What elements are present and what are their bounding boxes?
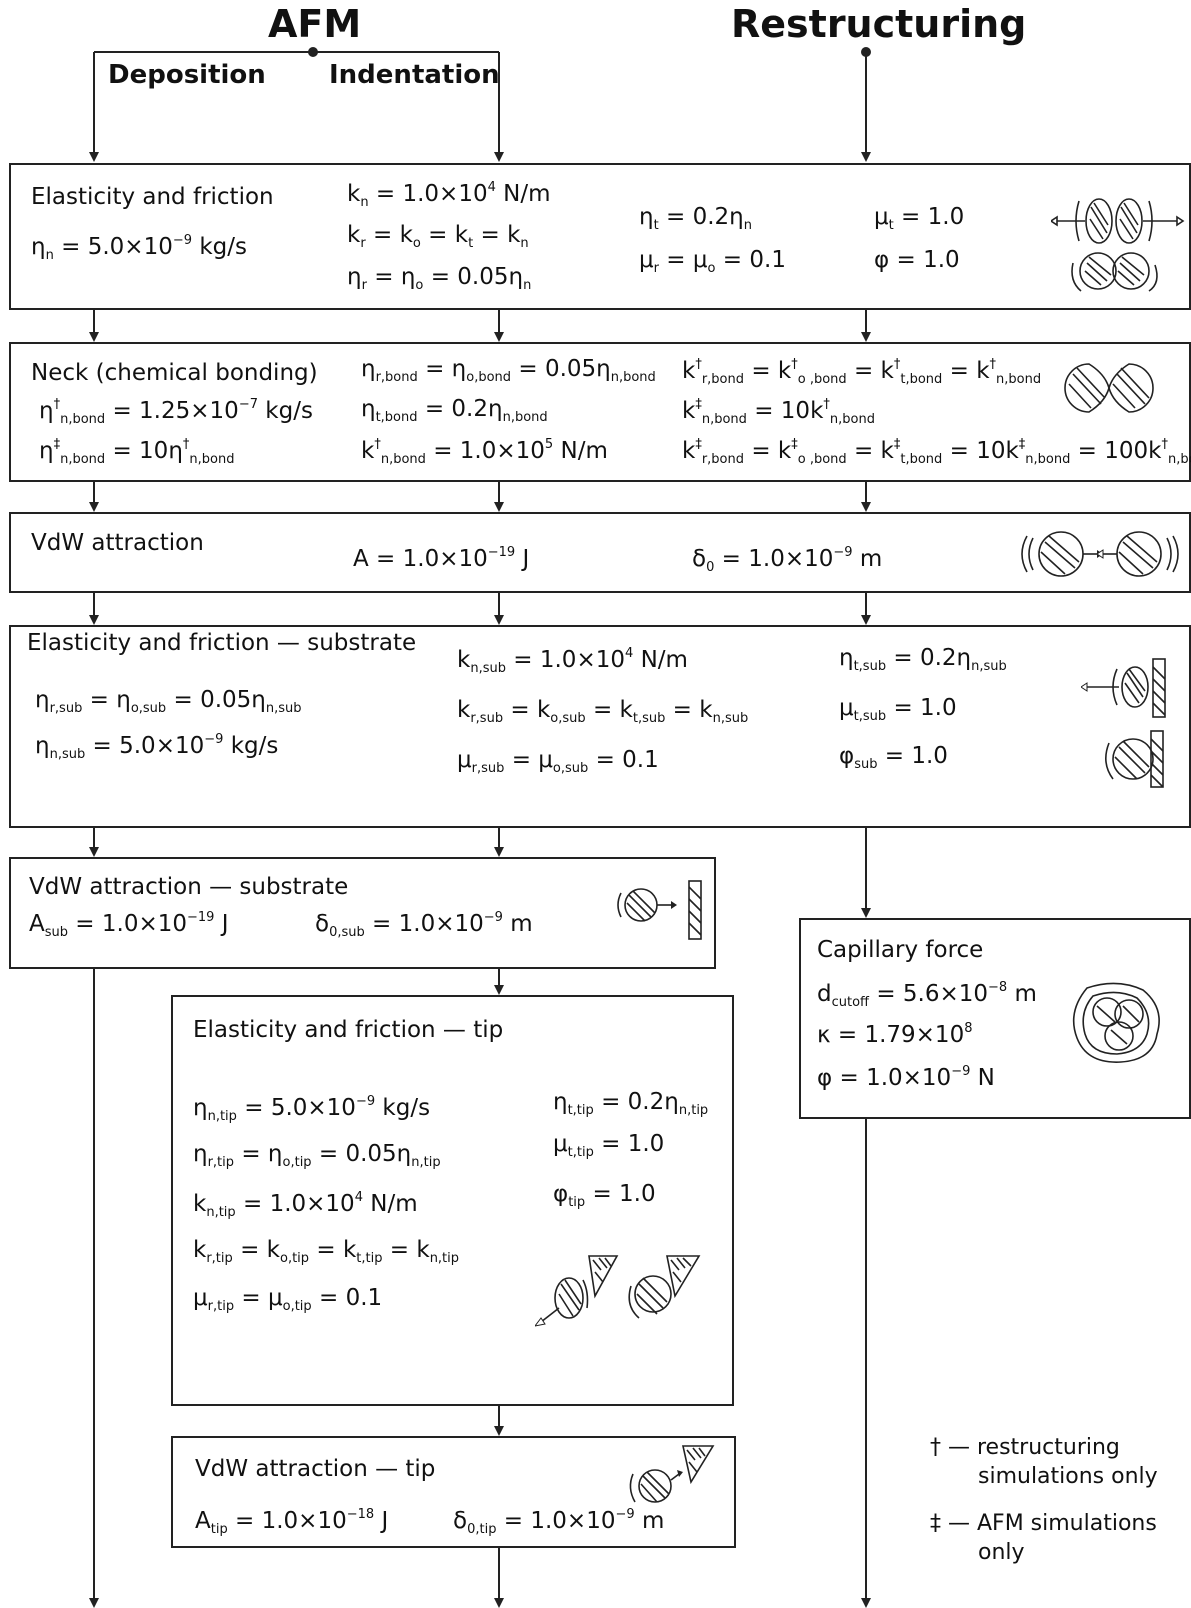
- ddagger-symbol: ‡: [930, 1511, 941, 1536]
- tip-k-n: kn,tip = 1.0×104 N/m: [193, 1191, 418, 1219]
- legend-ddagger: ‡ — AFM simulations only: [930, 1510, 1157, 1567]
- neck-k-n-ddagger: k‡n,bond = 10k†n,bond: [682, 398, 875, 426]
- neck-k-r-dagger: k†r,bond = k†o ,bond = k†t,bond = k†n,bo…: [682, 358, 1041, 386]
- ddagger-text-2: only: [930, 1540, 1025, 1565]
- capillary-bridge-icon: [1067, 978, 1167, 1068]
- capillary-title: Capillary force: [817, 939, 983, 962]
- neck-eta-n-ddagger: η‡n,bond = 10η†n,bond: [39, 438, 234, 466]
- deposition-label: Deposition: [108, 60, 266, 90]
- tip-title: Elasticity and friction — tip: [193, 1019, 503, 1042]
- neck-title: Neck (chemical bonding): [31, 362, 318, 385]
- sub-eta-t: ηt,sub = 0.2ηn,sub: [839, 647, 1007, 673]
- neck-eta-t: ηt,bond = 0.2ηn,bond: [361, 398, 548, 424]
- sub-phi: φsub = 1.0: [839, 745, 948, 771]
- sub-vdw-title: VdW attraction — substrate: [29, 876, 348, 899]
- tip-eta-r: ηr,tip = ηo,tip = 0.05ηn,tip: [193, 1143, 441, 1169]
- substrate-particle-icon: [1081, 647, 1181, 797]
- bonded-particles-icon: [1059, 358, 1159, 418]
- vdw-title: VdW attraction: [31, 532, 204, 555]
- tip-vdw-hamaker: Atip = 1.0×10−18 J: [195, 1508, 388, 1536]
- sub-vdw-hamaker: Asub = 1.0×10−19 J: [29, 911, 229, 939]
- sub-k-n: kn,sub = 1.0×104 N/m: [457, 647, 688, 675]
- vdw-hamaker: A = 1.0×10−19 J: [353, 546, 529, 571]
- sub-eta-n: ηn,sub = 5.0×10−9 kg/s: [35, 733, 278, 761]
- eta-t-value: ηt = 0.2ηn: [639, 206, 752, 232]
- phi-value: φ = 1.0: [874, 249, 960, 272]
- substrate-title: Elasticity and friction — substrate: [27, 632, 416, 655]
- sub-k-r: kr,sub = ko,sub = kt,sub = kn,sub: [457, 699, 748, 725]
- capillary-d-cutoff: dcutoff = 5.6×10−8 m: [817, 981, 1037, 1009]
- dagger-symbol: †: [930, 1435, 941, 1460]
- k-n-value: kn = 1.0×104 N/m: [347, 181, 551, 209]
- sub-mu-t: μt,sub = 1.0: [839, 697, 957, 723]
- particle-sliding-rolling-icon: [1051, 185, 1191, 300]
- mu-r-value: μr = μo = 0.1: [639, 249, 786, 275]
- tip-phi: φtip = 1.0: [553, 1183, 656, 1209]
- capillary-phi: φ = 1.0×10−9 N: [817, 1065, 995, 1090]
- substrate-vdw-box: VdW attraction — substrate Asub = 1.0×10…: [9, 857, 716, 969]
- tip-mu-r: μr,tip = μo,tip = 0.1: [193, 1287, 382, 1313]
- sub-mu-r: μr,sub = μo,sub = 0.1: [457, 749, 659, 775]
- tip-vdw-box: VdW attraction — tip Atip = 1.0×10−18 J …: [171, 1436, 736, 1548]
- vdw-box: VdW attraction A = 1.0×10−19 J δ0 = 1.0×…: [9, 512, 1191, 593]
- tip-k-r: kr,tip = ko,tip = kt,tip = kn,tip: [193, 1239, 459, 1265]
- dagger-text-2: simulations only: [930, 1464, 1158, 1489]
- sub-eta-r: ηr,sub = ηo,sub = 0.05ηn,sub: [35, 689, 302, 715]
- ddagger-text-1: — AFM simulations: [948, 1511, 1157, 1536]
- dagger-text-1: — restructuring: [948, 1435, 1120, 1460]
- elasticity-friction-box: Elasticity and friction ηn = 5.0×10−9 kg…: [9, 163, 1191, 310]
- eta-r-value: ηr = ηo = 0.05ηn: [347, 266, 531, 292]
- legend-dagger: † — restructuring simulations only: [930, 1434, 1158, 1491]
- vdw-delta: δ0 = 1.0×10−9 m: [692, 546, 882, 574]
- tip-eta-t: ηt,tip = 0.2ηn,tip: [553, 1091, 708, 1117]
- tip-eta-n: ηn,tip = 5.0×10−9 kg/s: [193, 1095, 430, 1123]
- sub-vdw-delta: δ0,sub = 1.0×10−9 m: [315, 911, 533, 939]
- indentation-label: Indentation: [329, 60, 500, 90]
- tip-particle-icon: [535, 1252, 715, 1332]
- neck-eta-n-dagger: η†n,bond = 1.25×10−7 kg/s: [39, 398, 313, 426]
- vdw-attraction-icon: [1011, 524, 1191, 584]
- afm-heading: AFM: [268, 2, 361, 46]
- neck-k-r-ddagger: k‡r,bond = k‡o ,bond = k‡t,bond = 10k‡n,…: [682, 438, 1191, 466]
- restructuring-heading: Restructuring: [731, 2, 1026, 46]
- mu-t-value: μt = 1.0: [874, 206, 964, 232]
- neck-k-n-dagger: k†n,bond = 1.0×105 N/m: [361, 438, 608, 466]
- tip-mu-t: μt,tip = 1.0: [553, 1133, 664, 1159]
- substrate-elasticity-box: Elasticity and friction — substrate ηr,s…: [9, 625, 1191, 828]
- capillary-box: Capillary force dcutoff = 5.6×10−8 m κ =…: [799, 918, 1191, 1119]
- elasticity-title: Elasticity and friction: [31, 186, 274, 209]
- k-r-value: kr = ko = kt = kn: [347, 224, 529, 250]
- neck-box: Neck (chemical bonding) η†n,bond = 1.25×…: [9, 342, 1191, 482]
- neck-eta-r: ηr,bond = ηo,bond = 0.05ηn,bond: [361, 358, 656, 384]
- eta-n-value: ηn = 5.0×10−9 kg/s: [31, 234, 247, 262]
- substrate-vdw-icon: [615, 879, 711, 943]
- capillary-kappa: κ = 1.79×108: [817, 1022, 972, 1047]
- tip-vdw-icon: [621, 1444, 721, 1514]
- tip-elasticity-box: Elasticity and friction — tip ηn,tip = 5…: [171, 995, 734, 1406]
- tip-vdw-title: VdW attraction — tip: [195, 1458, 435, 1481]
